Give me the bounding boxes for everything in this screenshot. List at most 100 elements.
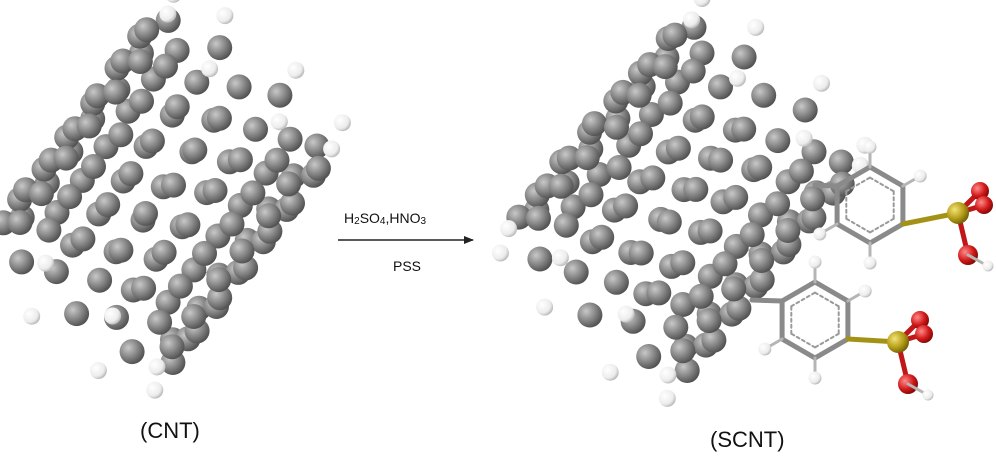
hydrogen-atom: [323, 140, 341, 158]
carbon-atom: [696, 308, 722, 334]
bond: [790, 332, 816, 349]
bond: [814, 332, 840, 349]
hydrogen-atom: [601, 363, 619, 381]
carbon-atom: [603, 269, 629, 295]
carbon-atom: [207, 35, 233, 61]
carbon-atom: [670, 338, 696, 364]
hydrogen-atom: [913, 169, 927, 183]
hydrogen-atom: [659, 366, 677, 384]
carbon-atom: [662, 22, 688, 48]
carbon-atom: [680, 58, 706, 84]
carbon-atom: [721, 276, 747, 302]
oxygen-atom: [975, 196, 993, 214]
carbon-atom: [131, 275, 157, 301]
hydrogen-atom: [863, 256, 877, 270]
carbon-atom: [765, 128, 791, 154]
catalyst-label: PSS: [393, 258, 422, 274]
carbon-atom: [277, 126, 303, 152]
hydrogen-atom: [551, 249, 569, 267]
carbon-atom: [28, 181, 54, 207]
carbon-atom: [665, 135, 691, 161]
carbon-atom: [182, 137, 208, 163]
carbon-atom: [628, 121, 653, 147]
carbon-atom: [749, 267, 775, 293]
hydrogen-atom: [729, 69, 746, 87]
carbon-atom: [64, 301, 90, 327]
carbon-atom: [578, 182, 604, 208]
hydrogen-atom: [89, 362, 107, 379]
carbon-atom: [147, 309, 173, 335]
carbon-atom: [526, 205, 551, 231]
bond: [779, 279, 818, 304]
carbon-atom: [657, 90, 683, 116]
carbon-atom: [256, 203, 282, 229]
carbon-atom: [683, 176, 709, 202]
carbon-atom: [153, 53, 178, 79]
carbon-atom: [548, 173, 574, 199]
bond: [845, 176, 871, 193]
oxygen-atom: [915, 325, 933, 343]
carbon-atom: [227, 147, 253, 173]
hydrogen-atom: [747, 18, 765, 36]
hydrogen-atom: [536, 298, 554, 316]
carbon-atom: [151, 239, 177, 265]
hydrogen-atom: [808, 371, 822, 385]
carbon-atom: [134, 17, 160, 43]
carbon-atom: [240, 180, 266, 206]
carbon-atom: [749, 248, 775, 273]
carbon-atom: [701, 327, 727, 353]
cnt-caption: (CNT): [140, 418, 200, 443]
carbon-atom: [708, 74, 733, 100]
carbon-atom: [108, 122, 134, 148]
carbon-atom: [159, 334, 185, 360]
carbon-atom: [606, 155, 632, 180]
carbon-atom: [119, 339, 145, 365]
carbon-atom: [118, 161, 144, 187]
carbon-atom: [828, 149, 854, 175]
hydrogen-atom: [758, 342, 772, 356]
carbon-atom: [139, 128, 165, 154]
carbon-atom: [801, 205, 827, 231]
carbon-atom: [226, 74, 252, 100]
bond: [749, 297, 785, 304]
hydrogen-atom: [658, 389, 676, 407]
carbon-atom: [110, 48, 136, 74]
hydrogen-atom: [159, 5, 177, 23]
carbon-atom: [800, 186, 826, 212]
hydrogen-atom: [146, 381, 164, 399]
hydrogen-atom: [693, 0, 711, 7]
carbon-atom: [577, 302, 603, 328]
carbon-atom: [792, 97, 818, 123]
hydrogen-atom: [148, 358, 166, 376]
carbon-atom: [76, 113, 102, 139]
hydrogen-atom: [863, 140, 877, 154]
carbon-atom: [219, 211, 245, 237]
carbon-atom: [129, 88, 154, 114]
hydrogen-atom: [270, 113, 288, 131]
sulfur-atom: [947, 202, 969, 224]
carbon-atom: [276, 171, 302, 197]
carbon-atom: [613, 193, 639, 219]
carbon-atom: [723, 184, 749, 210]
carbon-atom: [133, 201, 158, 226]
carbon-atom: [207, 285, 233, 311]
carbon-atom: [751, 82, 777, 108]
hydrogen-atom: [167, 0, 180, 3]
carbon-atom: [731, 116, 757, 142]
bond: [779, 336, 818, 361]
carbon-atom: [305, 155, 331, 181]
carbon-atom: [206, 105, 232, 131]
hydrogen-atom: [491, 244, 509, 262]
carbon-atom: [788, 158, 814, 184]
carbon-atom: [87, 267, 113, 293]
bond: [790, 291, 816, 308]
carbon-atom: [9, 249, 35, 275]
hydrogen-atom: [795, 129, 813, 147]
carbon-atom: [739, 222, 765, 248]
hydrogen-atom: [858, 284, 872, 298]
carbon-atom: [604, 114, 629, 140]
bond: [834, 221, 873, 246]
hydrogen-atom: [683, 11, 701, 29]
hydrogen-atom: [333, 114, 351, 132]
carbon-atom: [589, 224, 615, 250]
